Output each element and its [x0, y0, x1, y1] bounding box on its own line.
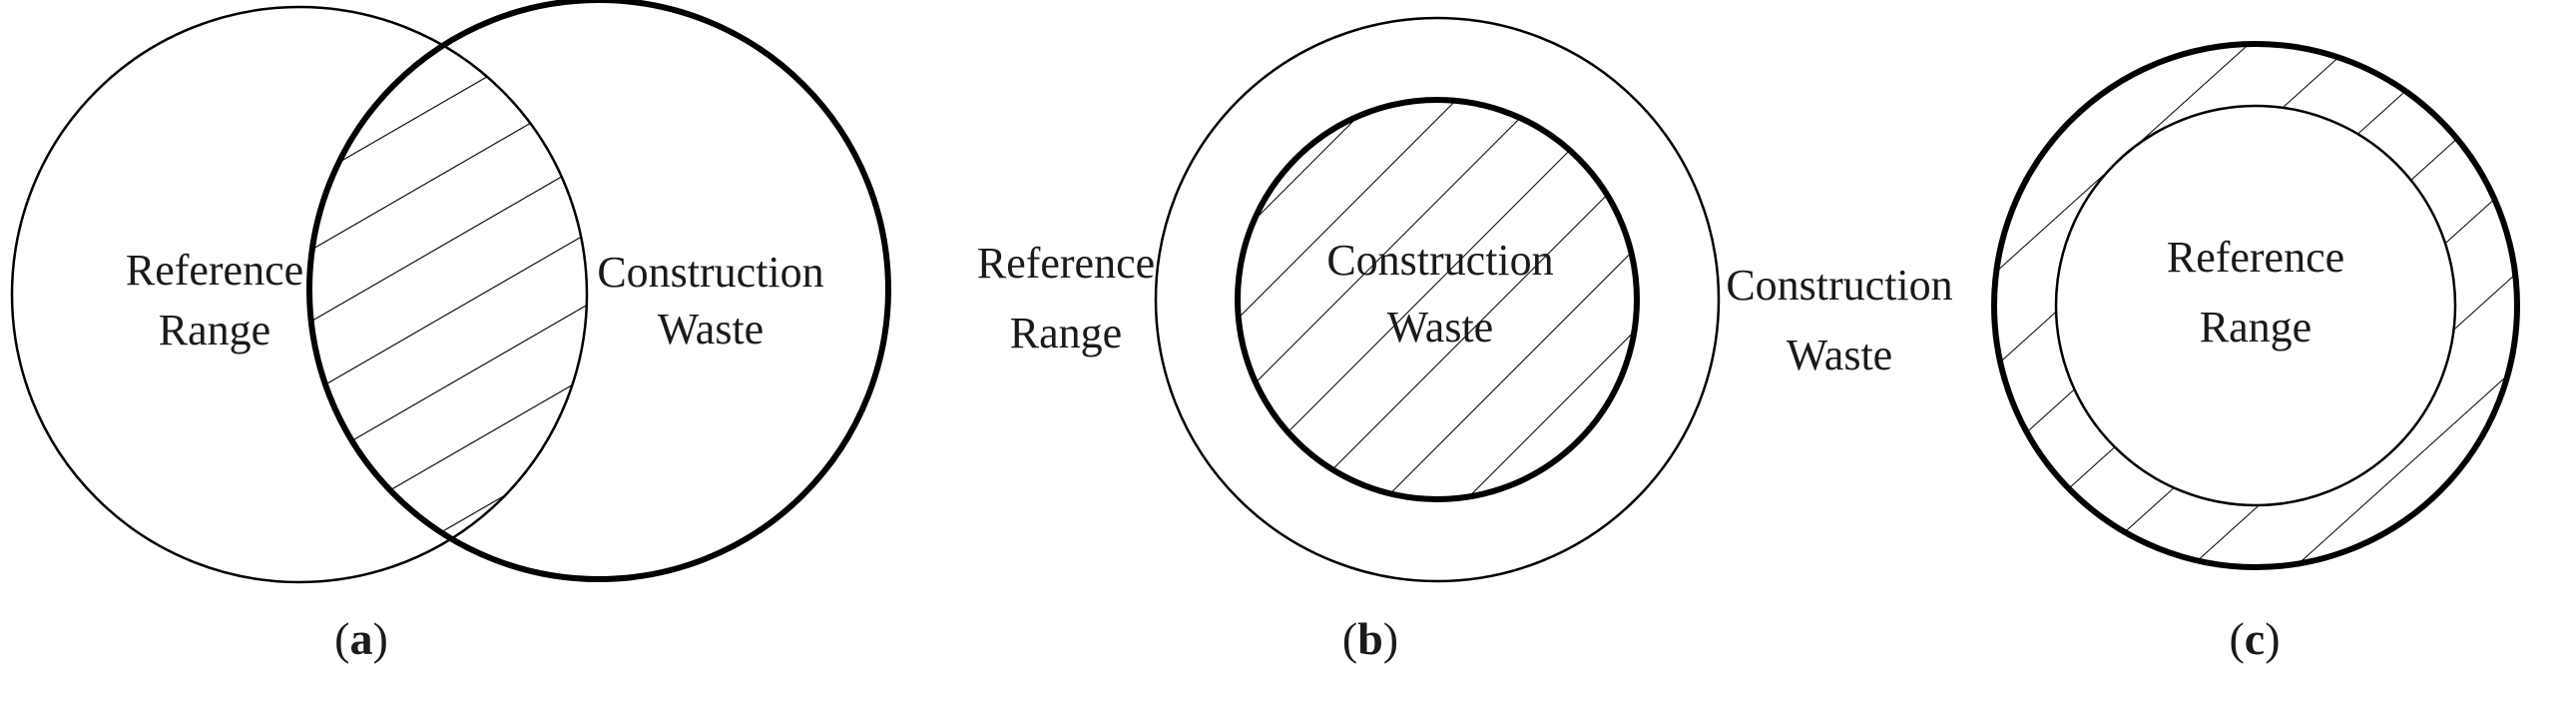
panel-a: Reference Range Construction Waste (a): [10, 0, 891, 664]
reference-label-line1: Reference: [126, 246, 303, 295]
waste-label-line1: Construction: [1326, 236, 1553, 285]
reference-label-line1: Reference: [977, 239, 1155, 288]
caption-c: (c): [2229, 613, 2280, 664]
waste-label-line2: Waste: [1387, 303, 1493, 351]
panel-b: Reference Range Construction Waste (b): [977, 16, 1721, 664]
construction-waste-circle: [306, 0, 891, 582]
caption-b: (b): [1342, 613, 1398, 664]
reference-label-line2: Range: [159, 306, 270, 354]
reference-label-line2: Range: [1010, 309, 1122, 357]
construction-waste-circle: [1991, 41, 2520, 570]
caption-a: (a): [334, 613, 388, 664]
reference-range-circle: [1154, 16, 1721, 583]
waste-label-line2: Waste: [658, 305, 764, 353]
reference-range-circle: [10, 5, 589, 584]
waste-label-line1: Construction: [597, 248, 823, 297]
waste-label-line2: Waste: [1787, 331, 1892, 379]
construction-waste-hatch: [1238, 100, 1637, 499]
intersection-hatch: [309, 7, 587, 579]
construction-waste-circle: [1235, 97, 1640, 502]
waste-label-line1: Construction: [1726, 261, 1952, 310]
reference-label-line1: Reference: [2167, 233, 2344, 282]
reference-label-line2: Range: [2200, 303, 2312, 351]
panel-c: Construction Waste Reference Range (c): [1726, 41, 2520, 664]
reference-range-circle: [2054, 104, 2457, 507]
